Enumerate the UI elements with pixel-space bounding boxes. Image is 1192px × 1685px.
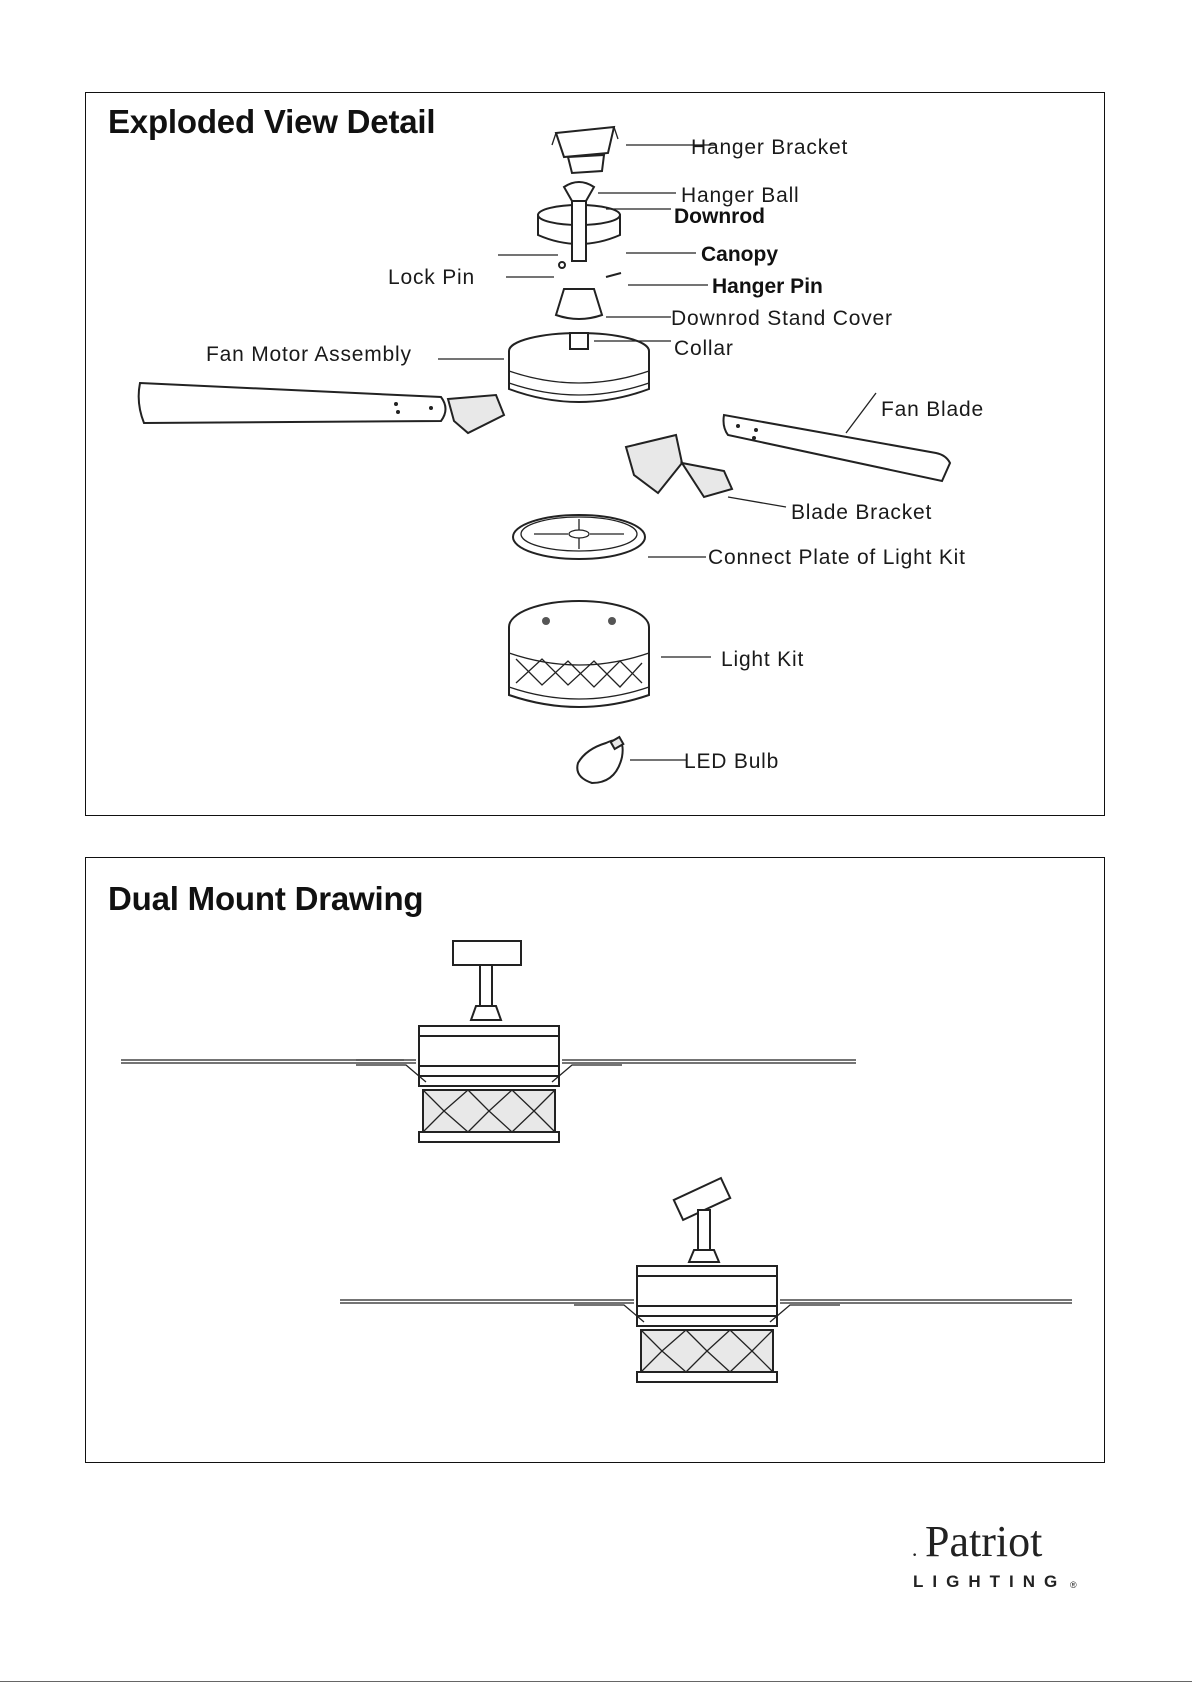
fan-motor-assembly-part xyxy=(509,333,649,402)
label-light-kit: Light Kit xyxy=(721,648,804,671)
sloped-mount-fan-drawing xyxy=(340,1178,1072,1382)
right-fan-blade-part xyxy=(724,415,951,481)
label-hanger-pin: Hanger Pin xyxy=(712,275,823,298)
patriot-lighting-logo: · Patriot LIGHTING ® xyxy=(905,1522,1085,1592)
label-led-bulb: LED Bulb xyxy=(684,750,779,773)
exploded-view-diagram: Hanger Bracket Hanger Ball Downrod Canop… xyxy=(86,93,1106,817)
hanger-bracket-part xyxy=(552,127,618,173)
label-connect-plate: Connect Plate of Light Kit xyxy=(708,546,966,569)
label-fan-blade: Fan Blade xyxy=(881,398,984,421)
light-kit-part xyxy=(509,601,649,707)
page-bottom-rule xyxy=(0,1681,1192,1682)
logo-registered-mark: ® xyxy=(1070,1580,1077,1590)
label-hanger-bracket: Hanger Bracket xyxy=(691,136,848,159)
label-fan-motor-assembly: Fan Motor Assembly xyxy=(206,343,412,366)
label-lock-pin: Lock Pin xyxy=(388,266,475,289)
dual-mount-diagram xyxy=(86,858,1106,1464)
label-blade-bracket: Blade Bracket xyxy=(791,501,932,524)
exploded-view-panel: Exploded View Detail Hanger Bracket Hang… xyxy=(85,92,1105,816)
dual-mount-panel: Dual Mount Drawing xyxy=(85,857,1105,1463)
connect-plate-part xyxy=(513,515,645,559)
flat-mount-fan-drawing xyxy=(121,941,856,1142)
label-collar: Collar xyxy=(674,337,734,360)
logo-wordmark: Patriot xyxy=(925,1516,1042,1567)
label-downrod-stand-cover: Downrod Stand Cover xyxy=(671,307,893,330)
logo-subtitle: LIGHTING xyxy=(913,1572,1066,1592)
logo-dot-mark: · xyxy=(911,1542,918,1568)
led-bulb-part xyxy=(577,737,623,783)
left-fan-blade-part xyxy=(139,383,504,433)
label-canopy: Canopy xyxy=(701,243,778,266)
hanger-ball-part xyxy=(564,182,594,201)
blade-bracket-part xyxy=(626,435,732,497)
label-hanger-ball: Hanger Ball xyxy=(681,184,800,207)
downrod-canopy-part xyxy=(538,201,620,261)
downrod-stand-cover-part xyxy=(556,289,602,319)
label-downrod: Downrod xyxy=(674,205,765,228)
